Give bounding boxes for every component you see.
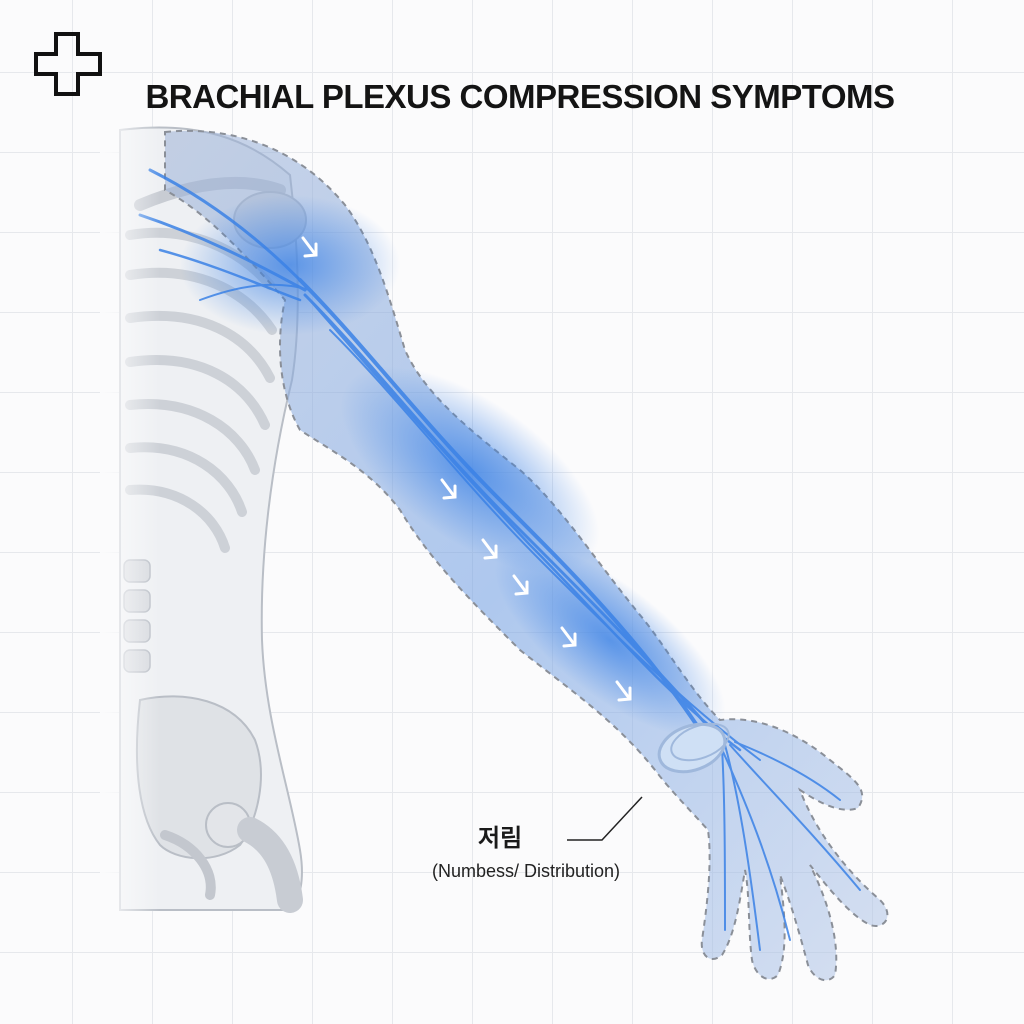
arrow-icon (301, 236, 318, 258)
arrow-icon (615, 680, 632, 702)
arrow-icon (512, 574, 529, 596)
callout-label-english: (Numbess/ Distribution) (432, 861, 621, 881)
page-title: BRACHIAL PLEXUS COMPRESSION SYMPTOMS (145, 78, 895, 115)
callout-leader-line (567, 796, 643, 841)
callout-label-korean: 저림 (478, 824, 523, 852)
arrow-icon (560, 626, 577, 648)
nerve-network (138, 168, 861, 951)
arrow-icon (481, 538, 498, 560)
wrist-ligament (657, 722, 730, 774)
arrow-icon (440, 478, 457, 500)
medical-cross-icon (34, 32, 102, 96)
